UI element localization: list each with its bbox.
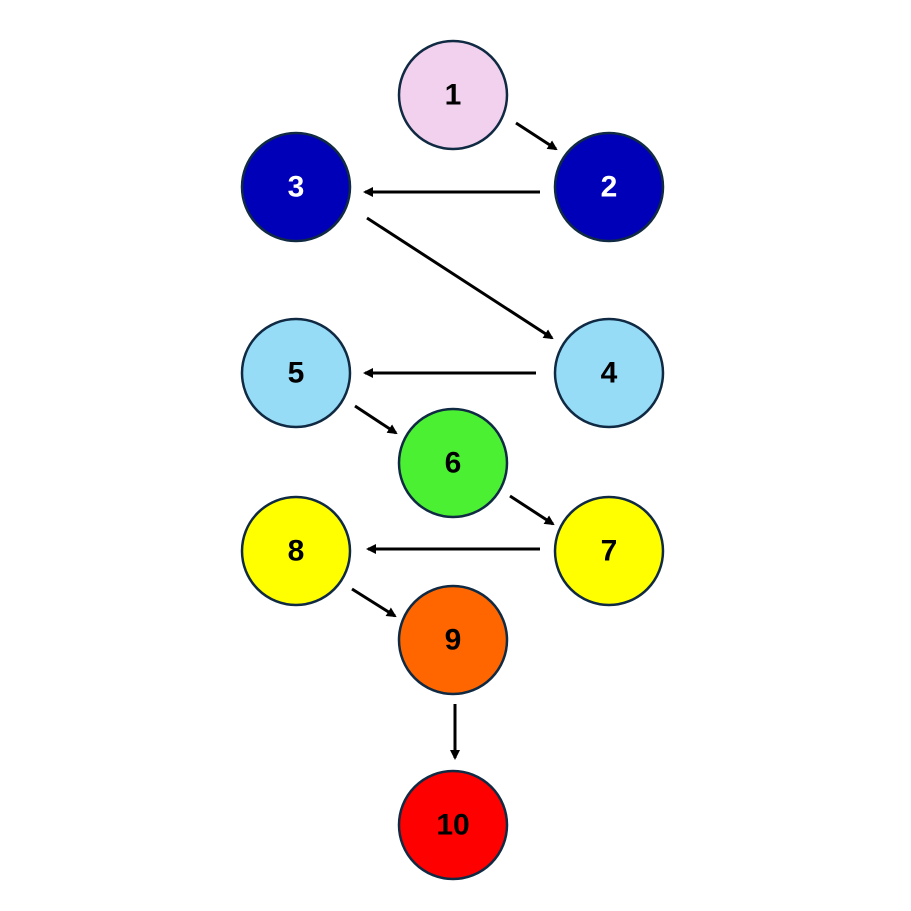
node-2-label: 2 — [601, 171, 618, 204]
node-6-circle — [397, 407, 509, 519]
node-9-circle — [397, 584, 509, 696]
node-5: 5 — [240, 317, 352, 429]
arrow-6-to-7 — [509, 494, 555, 526]
arrow-1-to-2 — [515, 121, 558, 151]
edges-layer — [351, 121, 558, 760]
node-1: 1 — [397, 39, 509, 151]
node-6: 6 — [397, 407, 509, 519]
node-8-label: 8 — [288, 535, 305, 568]
node-8: 8 — [240, 495, 352, 607]
node-3-circle — [240, 131, 352, 243]
arrow-5-to-6 — [354, 404, 398, 435]
node-7: 7 — [553, 495, 665, 607]
node-4: 4 — [553, 317, 665, 429]
node-10-label: 10 — [436, 809, 469, 842]
arrow-8-to-9 — [351, 587, 397, 618]
node-10: 10 — [397, 769, 509, 881]
node-2-circle — [553, 131, 665, 243]
node-6-label: 6 — [445, 447, 462, 480]
node-3: 3 — [240, 131, 352, 243]
node-4-label: 4 — [601, 357, 618, 390]
node-9: 9 — [397, 584, 509, 696]
node-5-label: 5 — [288, 357, 305, 390]
node-1-circle — [397, 39, 509, 151]
node-7-label: 7 — [601, 535, 618, 568]
node-7-circle — [553, 495, 665, 607]
node-8-circle — [240, 495, 352, 607]
node-2: 2 — [553, 131, 665, 243]
node-3-label: 3 — [288, 171, 305, 204]
node-9-label: 9 — [445, 624, 462, 657]
nodes-layer: 1 2 3 4 5 6 7 8 9 10 — [240, 39, 665, 881]
node-1-label: 1 — [445, 79, 462, 112]
node-5-circle — [240, 317, 352, 429]
node-10-circle — [397, 769, 509, 881]
node-4-circle — [553, 317, 665, 429]
arrow-3-to-4 — [366, 216, 554, 340]
